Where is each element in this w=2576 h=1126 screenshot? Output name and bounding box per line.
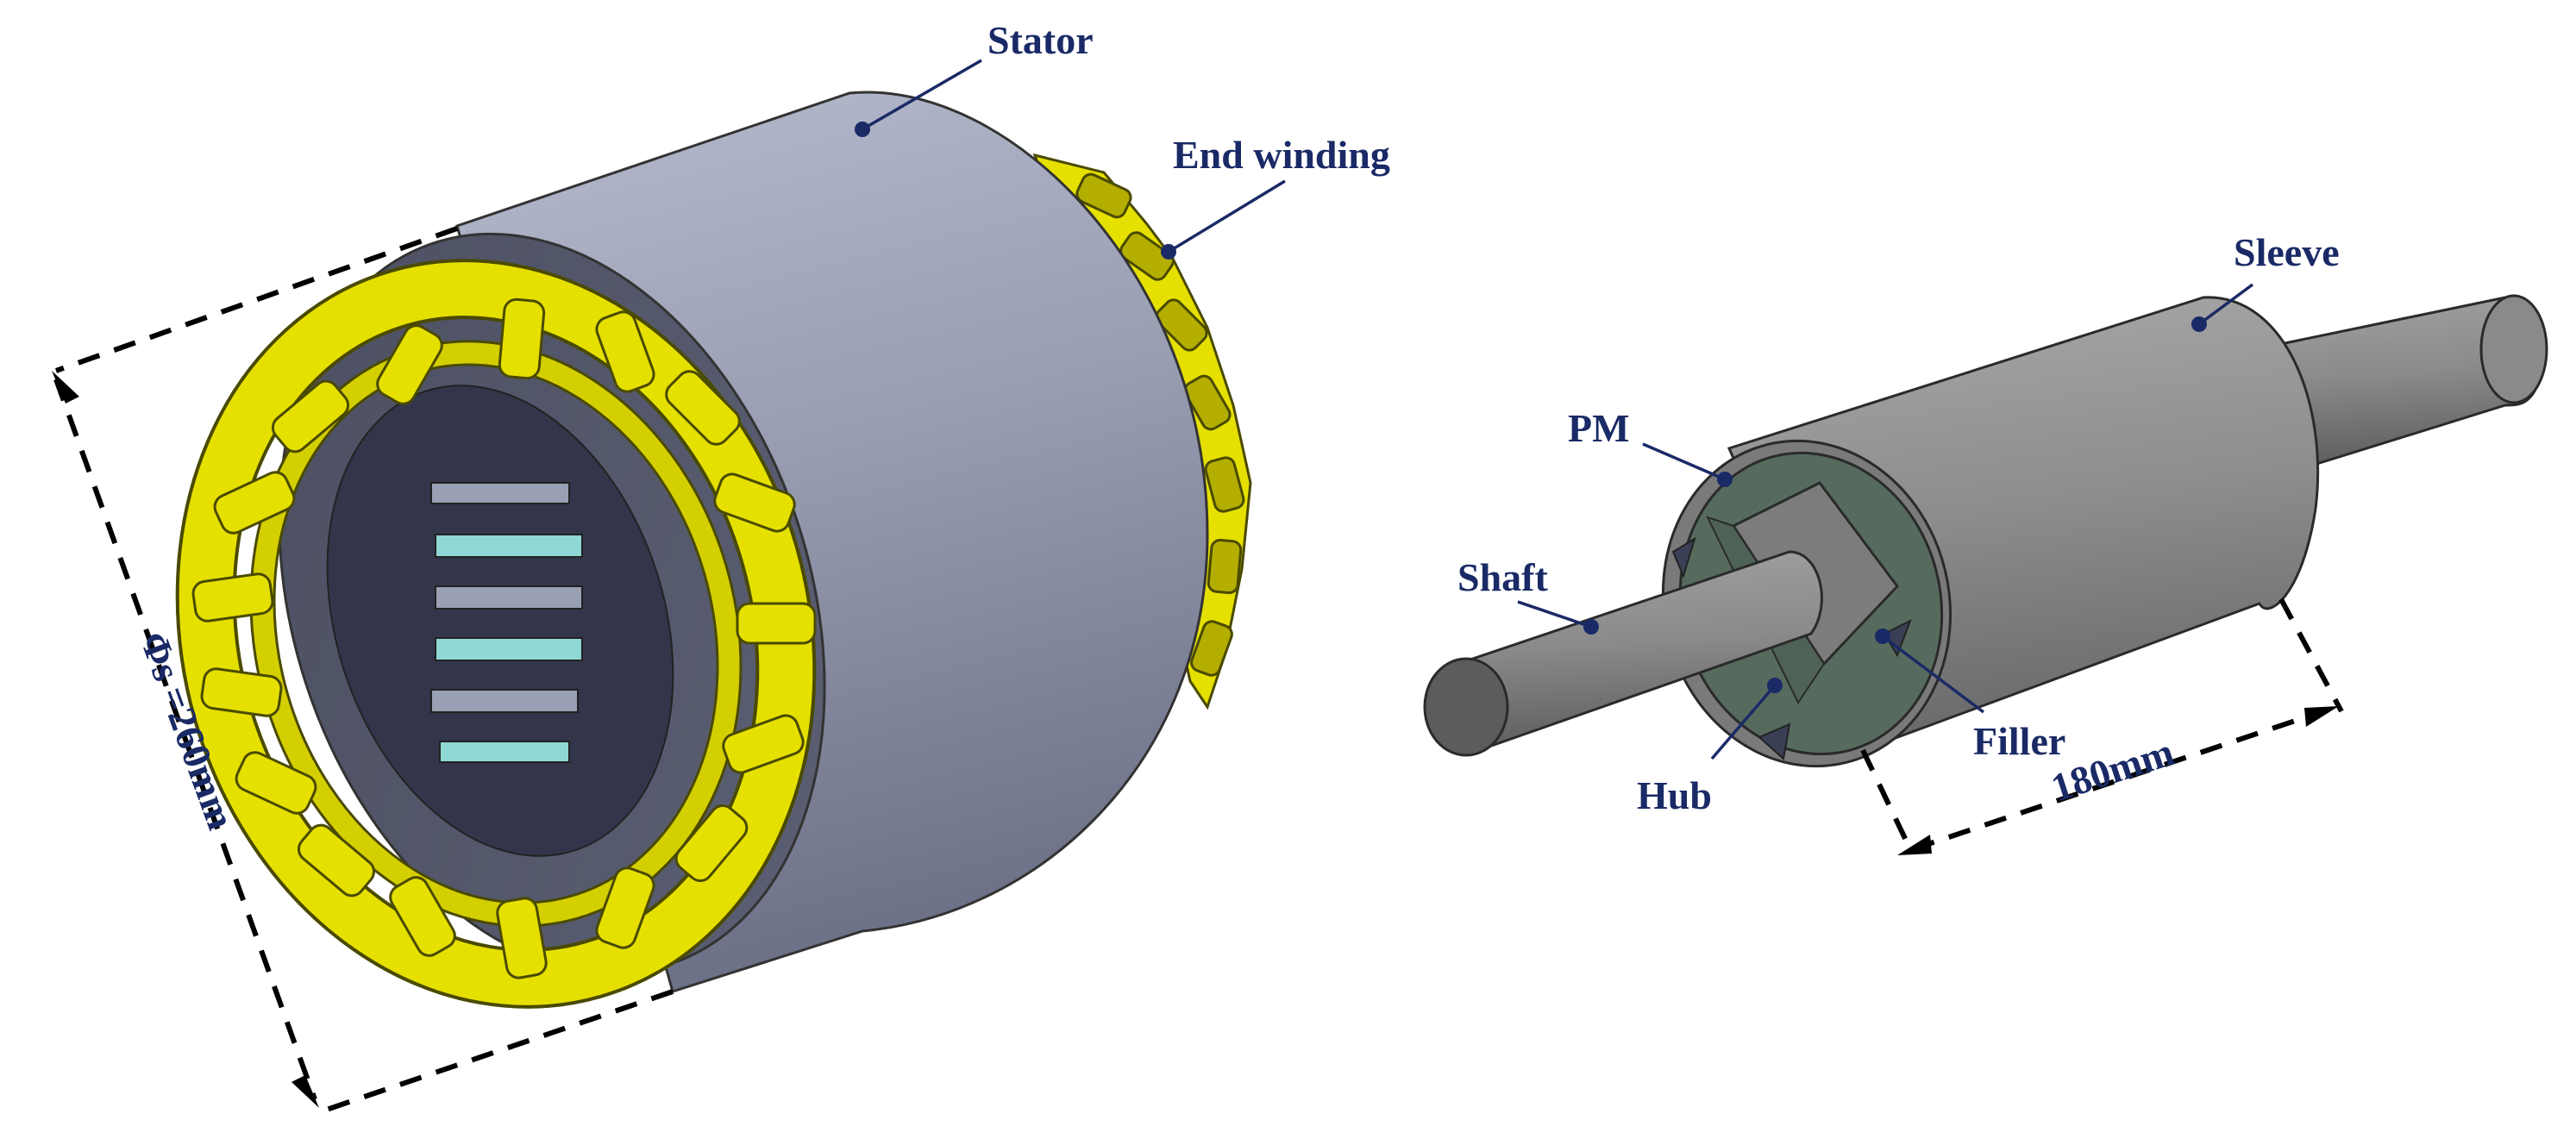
end-winding-label: End winding bbox=[1173, 133, 1390, 177]
stator-assembly bbox=[175, 91, 1252, 1009]
hub-label: Hub bbox=[1637, 773, 1712, 817]
shaft-end-face bbox=[1423, 657, 1509, 757]
front-shaft bbox=[1456, 550, 1823, 752]
stator-bore bbox=[326, 385, 674, 857]
pm-label: PM bbox=[1568, 406, 1630, 450]
shaft-callout: Shaft bbox=[1457, 555, 1599, 635]
end-winding-callout: End winding bbox=[1161, 133, 1390, 260]
pm-callout: PM bbox=[1568, 406, 1733, 487]
stator-teeth bbox=[430, 482, 583, 763]
hub-callout: Hub bbox=[1637, 678, 1783, 817]
filler-callout: Filler bbox=[1875, 629, 2065, 763]
rotor-length-label: 180mm bbox=[2046, 729, 2178, 810]
sleeve-label: Sleeve bbox=[2234, 230, 2340, 274]
sleeve-callout: Sleeve bbox=[2191, 230, 2340, 332]
front-end-winding bbox=[175, 259, 817, 1009]
stator-callout: Stator bbox=[855, 18, 1094, 137]
shaft-label: Shaft bbox=[1457, 555, 1548, 599]
filler-label: Filler bbox=[1973, 719, 2065, 763]
stator-label: Stator bbox=[987, 18, 1094, 62]
